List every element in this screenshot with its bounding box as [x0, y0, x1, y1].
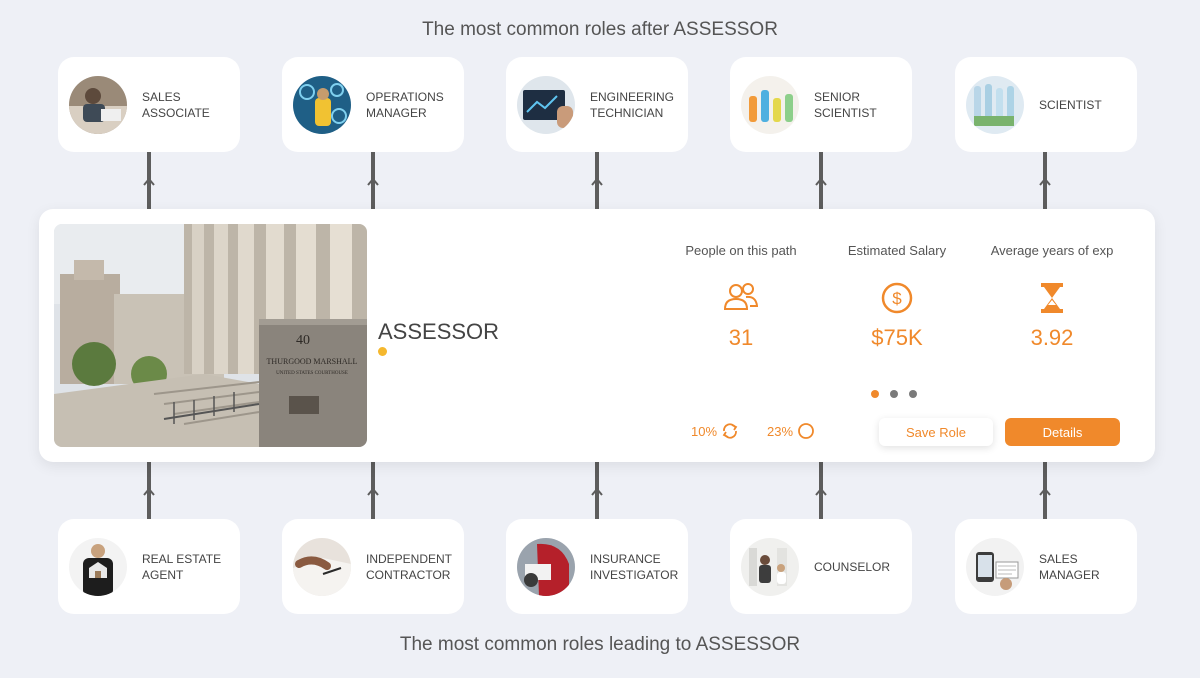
- connector-up: [1039, 462, 1051, 519]
- stat-value: 31: [728, 325, 754, 350]
- role-label: REAL ESTATE AGENT: [142, 551, 222, 582]
- connector-up: [143, 462, 155, 519]
- connector-up: [143, 152, 155, 209]
- connector-up: [591, 152, 603, 209]
- photo-text-sub: UNITED STATES COURTHOUSE: [276, 371, 348, 376]
- photo-text-number: 40: [296, 333, 310, 348]
- connector-up: [815, 152, 827, 209]
- pager-dot-2[interactable]: [890, 390, 898, 398]
- role-card-independent-contractor[interactable]: INDEPENDENT CONTRACTOR: [282, 519, 464, 614]
- people-icon: [666, 282, 816, 316]
- save-role-button[interactable]: Save Role: [879, 418, 993, 446]
- independent-contractor-photo: [293, 537, 351, 596]
- hourglass-icon: [977, 282, 1127, 316]
- mini-stat-value: 10%: [691, 423, 718, 439]
- roles-after-row: SALES ASSOCIATE OPERATIONS MANAGER ENGIN…: [0, 57, 1200, 152]
- role-label: INDEPENDENT CONTRACTOR: [366, 551, 452, 582]
- stat-label: Average years of exp: [990, 243, 1114, 258]
- role-label: SCIENTIST: [1039, 97, 1102, 112]
- svg-text:$: $: [892, 289, 902, 308]
- stat-people: People on this path 31: [666, 243, 816, 351]
- stat-experience: Average years of exp 3.92: [977, 243, 1127, 351]
- role-card-senior-scientist[interactable]: SENIOR SCIENTIST: [730, 57, 912, 152]
- role-label: SALES ASSOCIATE: [142, 89, 210, 120]
- connector-up: [815, 462, 827, 519]
- stat-salary: Estimated Salary $ $75K: [822, 243, 972, 351]
- sales-associate-photo: [69, 75, 127, 134]
- photo-text-name: THURGOOD MARSHALL: [267, 357, 358, 366]
- connector-up: [367, 152, 379, 209]
- stats-pager: [871, 390, 917, 398]
- real-estate-agent-photo: [69, 537, 127, 596]
- pager-dot-1[interactable]: [871, 390, 879, 398]
- role-card-sales-associate[interactable]: SALES ASSOCIATE: [58, 57, 240, 152]
- pager-dot-3[interactable]: [909, 390, 917, 398]
- title-accent-dot: [378, 347, 387, 356]
- role-title: ASSESSOR: [378, 319, 500, 344]
- senior-scientist-photo: [741, 75, 799, 134]
- role-label: COUNSELOR: [814, 559, 891, 574]
- dollar-icon: $: [822, 282, 972, 316]
- insurance-investigator-photo: [517, 537, 575, 596]
- stat-label: People on this path: [685, 243, 797, 258]
- mini-stat-switch-rate: 10%: [691, 422, 739, 440]
- role-card-engineering-technician[interactable]: ENGINEERING TECHNICIAN: [506, 57, 688, 152]
- counselor-photo: [741, 537, 799, 596]
- stat-value: $75K: [871, 325, 923, 350]
- role-card-sales-manager[interactable]: SALES MANAGER: [955, 519, 1137, 614]
- details-button[interactable]: Details: [1005, 418, 1120, 446]
- role-label: OPERATIONS MANAGER: [366, 89, 444, 120]
- stat-value: 3.92: [1030, 325, 1074, 350]
- role-label: INSURANCE INVESTIGATOR: [590, 551, 679, 582]
- roles-leading-row: REAL ESTATE AGENT INDEPENDENT CONTRACTOR…: [0, 519, 1200, 614]
- stat-label: Estimated Salary: [847, 243, 947, 258]
- leading-roles-heading: The most common roles leading to ASSESSO…: [399, 634, 801, 655]
- role-card-operations-manager[interactable]: OPERATIONS MANAGER: [282, 57, 464, 152]
- sales-manager-photo: [966, 537, 1024, 596]
- refresh-icon: [722, 423, 738, 439]
- role-card-insurance-investigator[interactable]: INSURANCE INVESTIGATOR: [506, 519, 688, 614]
- role-card-counselor[interactable]: COUNSELOR: [730, 519, 912, 614]
- courthouse-photo: 40 THURGOOD MARSHALL UNITED STATES COURT…: [54, 224, 367, 447]
- after-roles-heading: The most common roles after ASSESSOR: [422, 19, 778, 40]
- role-card-real-estate-agent[interactable]: REAL ESTATE AGENT: [58, 519, 240, 614]
- current-role-card: 40 THURGOOD MARSHALL UNITED STATES COURT…: [39, 209, 1155, 462]
- scientist-photo: [966, 75, 1024, 134]
- connector-up: [367, 462, 379, 519]
- engineering-technician-photo: [517, 75, 575, 134]
- mini-stat-retention: 23%: [767, 422, 815, 440]
- role-card-scientist[interactable]: SCIENTIST: [955, 57, 1137, 152]
- connector-up: [1039, 152, 1051, 209]
- circle-icon: [798, 423, 814, 439]
- operations-manager-photo: [293, 75, 351, 134]
- role-label: SENIOR SCIENTIST: [814, 89, 877, 120]
- role-label: ENGINEERING TECHNICIAN: [590, 89, 675, 120]
- role-label: SALES MANAGER: [1039, 551, 1100, 582]
- connector-up: [591, 462, 603, 519]
- mini-stat-value: 23%: [767, 423, 794, 439]
